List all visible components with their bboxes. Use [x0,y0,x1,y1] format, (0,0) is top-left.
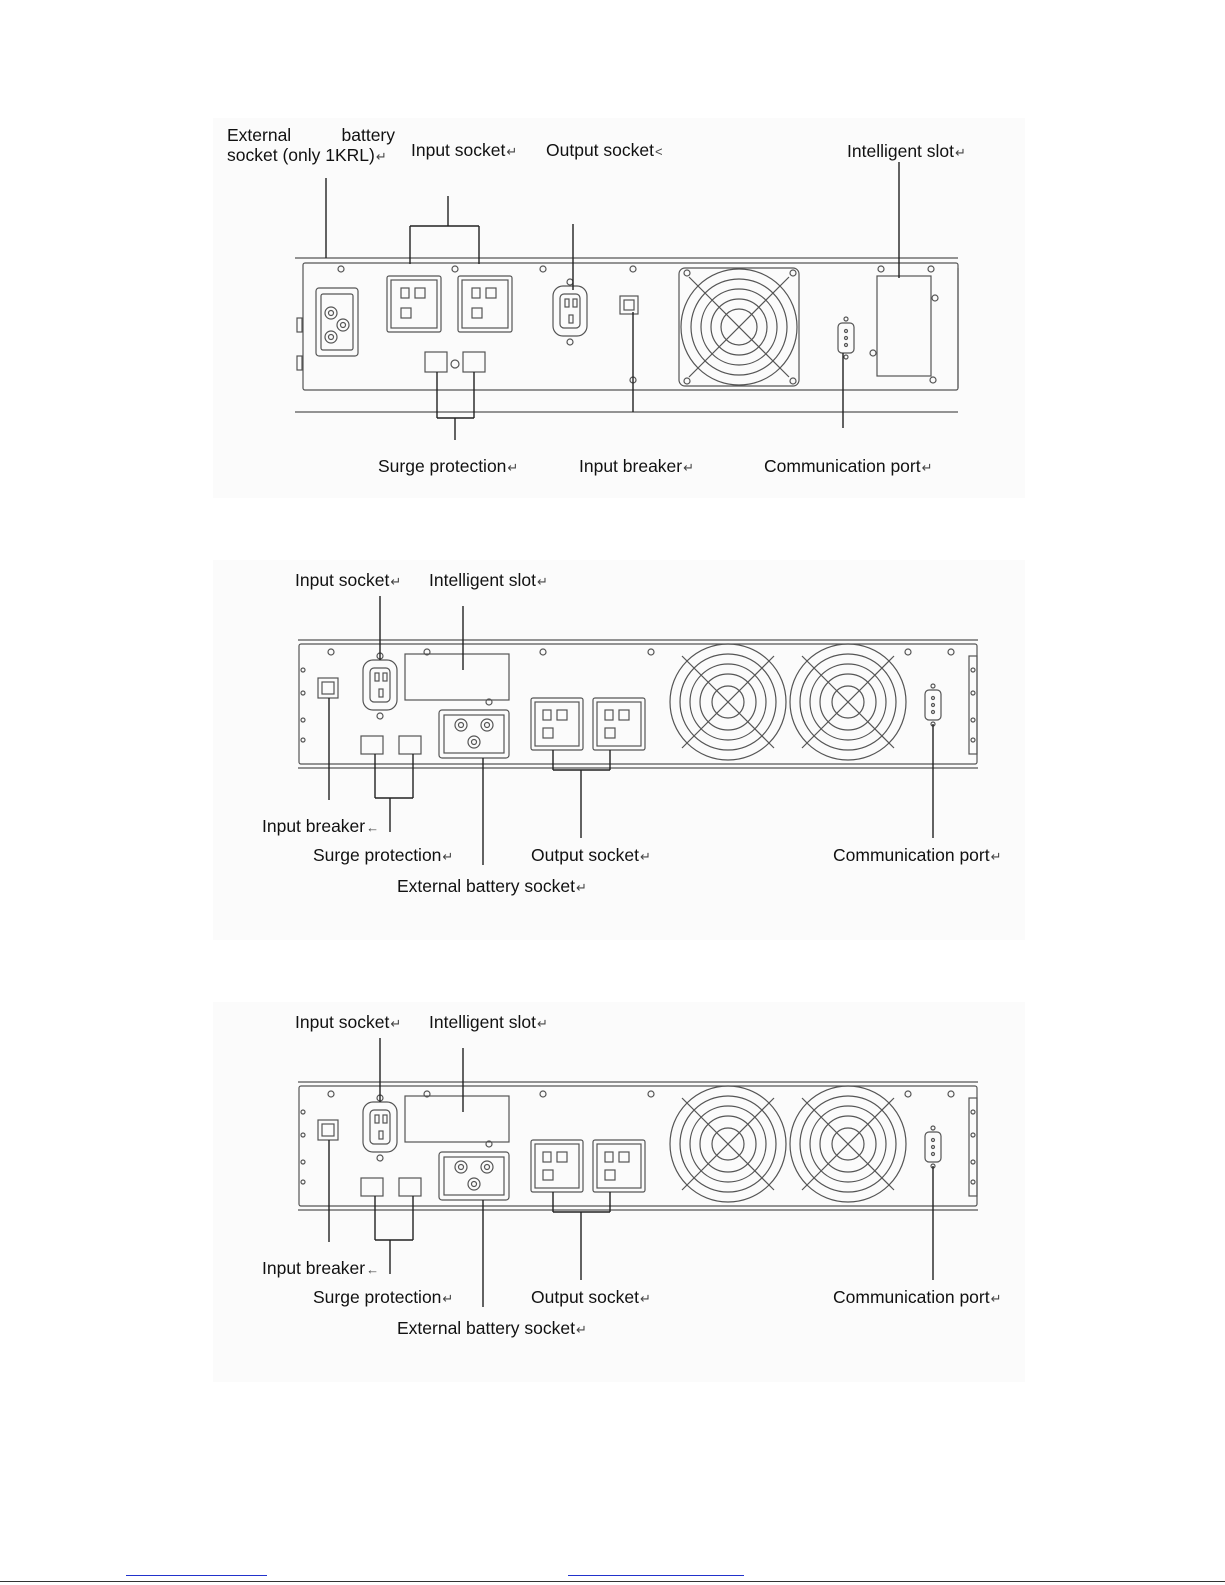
return-mark: ↵ [537,1016,548,1031]
return-mark: ↵ [442,1291,454,1306]
return-mark: ↵ [639,849,651,864]
label-input-breaker-text: Input breaker [262,1258,366,1278]
label-input-socket: Input socket↵ [411,140,517,162]
label-input-breaker: Input breaker← [262,1258,379,1280]
return-mark: ↵ [506,144,518,159]
label-surge-protection-text: Surge protection [313,845,442,865]
return-mark: ← [366,820,380,835]
label-input-breaker: Input breaker← [262,816,379,838]
label-communication-port: Communication port↵ [833,845,1002,867]
label-communication-port-text: Communication port [833,1287,990,1307]
label-output-socket-text: Output socket [531,1287,639,1307]
label-communication-port-text: Communication port [833,845,990,865]
label-input-socket-text: Input socket [295,570,390,590]
return-mark: ↵ [683,460,695,475]
return-mark: ↵ [921,460,933,475]
label-input-socket-text: Input socket [295,1012,390,1032]
label-external-battery-socket: External battery socket↵ [397,1318,587,1340]
return-mark: ↵ [375,149,387,164]
return-mark: ← [366,1262,380,1277]
return-mark: ↵ [390,574,402,589]
return-mark: ↵ [576,1322,587,1337]
label-external-battery-socket: External battery socket (only 1KRL)↵ [227,125,395,167]
label-surge-protection: Surge protection↵ [378,456,518,478]
label-input-breaker: Input breaker↵ [579,456,694,478]
label-intelligent-slot-text: Intelligent slot [429,1012,537,1032]
figure-2u-rear-panel-b: Input socket↵ Intelligent slot↵ Input br… [213,1002,1025,1382]
label-external-battery-line1b: battery [341,125,396,145]
label-external-battery-socket-text: External battery socket [397,876,575,896]
label-output-socket: Output socket↵ [531,845,651,867]
return-mark: ↵ [990,849,1002,864]
label-output-socket: Output socket˂ [546,140,663,162]
return-mark: ↵ [639,1291,651,1306]
figure-2u-rear-panel-a: Input socket↵ Intelligent slot↵ Input br… [213,560,1025,940]
return-mark: ↵ [537,574,548,589]
label-input-socket-text: Input socket [411,140,506,160]
label-external-battery-line1a: External [227,125,292,145]
label-intelligent-slot: Intelligent slot↵ [429,570,548,592]
label-intelligent-slot-text: Intelligent slot [429,570,537,590]
label-input-socket: Input socket↵ [295,570,401,592]
return-mark: ↵ [990,1291,1002,1306]
label-intelligent-slot: Intelligent slot↵ [429,1012,548,1034]
return-mark: ↵ [390,1016,402,1031]
return-mark: ↵ [576,880,587,895]
label-communication-port: Communication port↵ [764,456,933,478]
label-communication-port: Communication port↵ [833,1287,1002,1309]
label-output-socket-text: Output socket [531,845,639,865]
label-communication-port-text: Communication port [764,456,921,476]
label-external-battery-socket-text: External battery socket [397,1318,575,1338]
label-surge-protection: Surge protection↵ [313,845,453,867]
rear-panel-drawing-1 [295,162,959,440]
rear-panel-drawing-2 [298,596,978,865]
label-output-socket: Output socket↵ [531,1287,651,1309]
return-mark: ↵ [442,849,454,864]
return-mark: ˂ [654,144,663,159]
rear-panel-drawing-3 [298,1038,978,1307]
return-mark: ↵ [955,145,966,160]
footer-link-left[interactable] [126,1575,267,1576]
label-input-breaker-text: Input breaker [579,456,683,476]
label-surge-protection-text: Surge protection [313,1287,442,1307]
label-surge-protection-text: Surge protection [378,456,507,476]
label-external-battery-socket: External battery socket↵ [397,876,587,898]
footer-divider [0,1581,1225,1582]
label-external-battery-line2: socket (only 1KRL) [227,145,375,165]
label-output-socket-text: Output socket [546,140,654,160]
label-intelligent-slot: Intelligent slot↵ [847,141,966,163]
label-surge-protection: Surge protection↵ [313,1287,453,1309]
footer-link-center[interactable] [568,1575,744,1576]
label-input-socket: Input socket↵ [295,1012,401,1034]
label-intelligent-slot-text: Intelligent slot [847,141,955,161]
label-input-breaker-text: Input breaker [262,816,366,836]
return-mark: ↵ [507,460,519,475]
